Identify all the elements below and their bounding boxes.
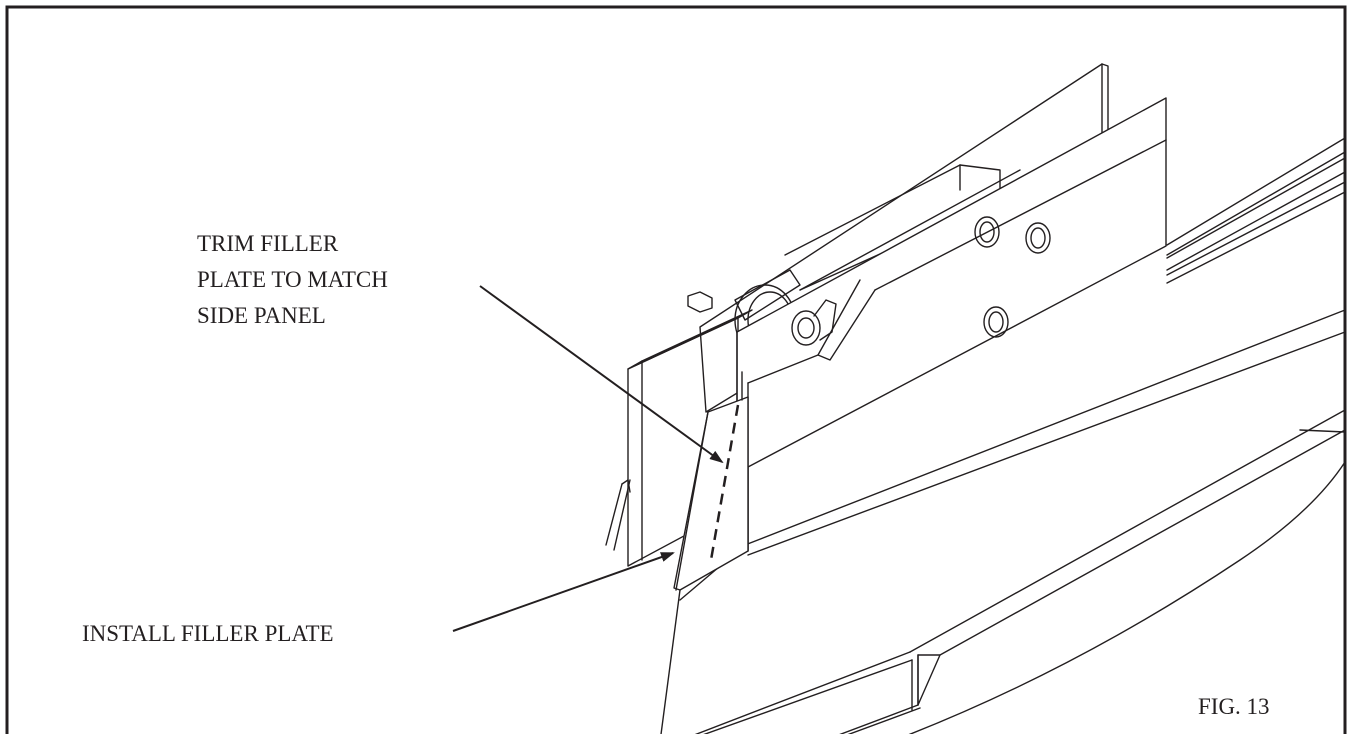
figure-border [5,5,1347,739]
drawing-lines [605,63,1346,739]
install-callout-arrow [452,552,675,632]
filler-plate [673,371,749,591]
trim-callout-line-1: TRIM FILLER [197,231,339,256]
latch-knob [791,299,837,346]
install-callout-label: INSTALL FILLER PLATE [82,621,334,646]
trim-callout-arrow [479,285,724,464]
lower-beam [659,309,1346,739]
trim-callout-line-2: PLATE TO MATCH [197,267,388,292]
rail-assembly [1166,137,1346,284]
side-panel [736,97,1167,556]
bolt-top-left [974,216,1000,248]
trim-callout-line-3: SIDE PANEL [197,303,326,328]
bolt-top-right [1025,222,1051,254]
trim-cut-line [709,404,740,561]
figure-number: FIG. 13 [1198,694,1270,719]
bolt-bottom [983,306,1009,338]
